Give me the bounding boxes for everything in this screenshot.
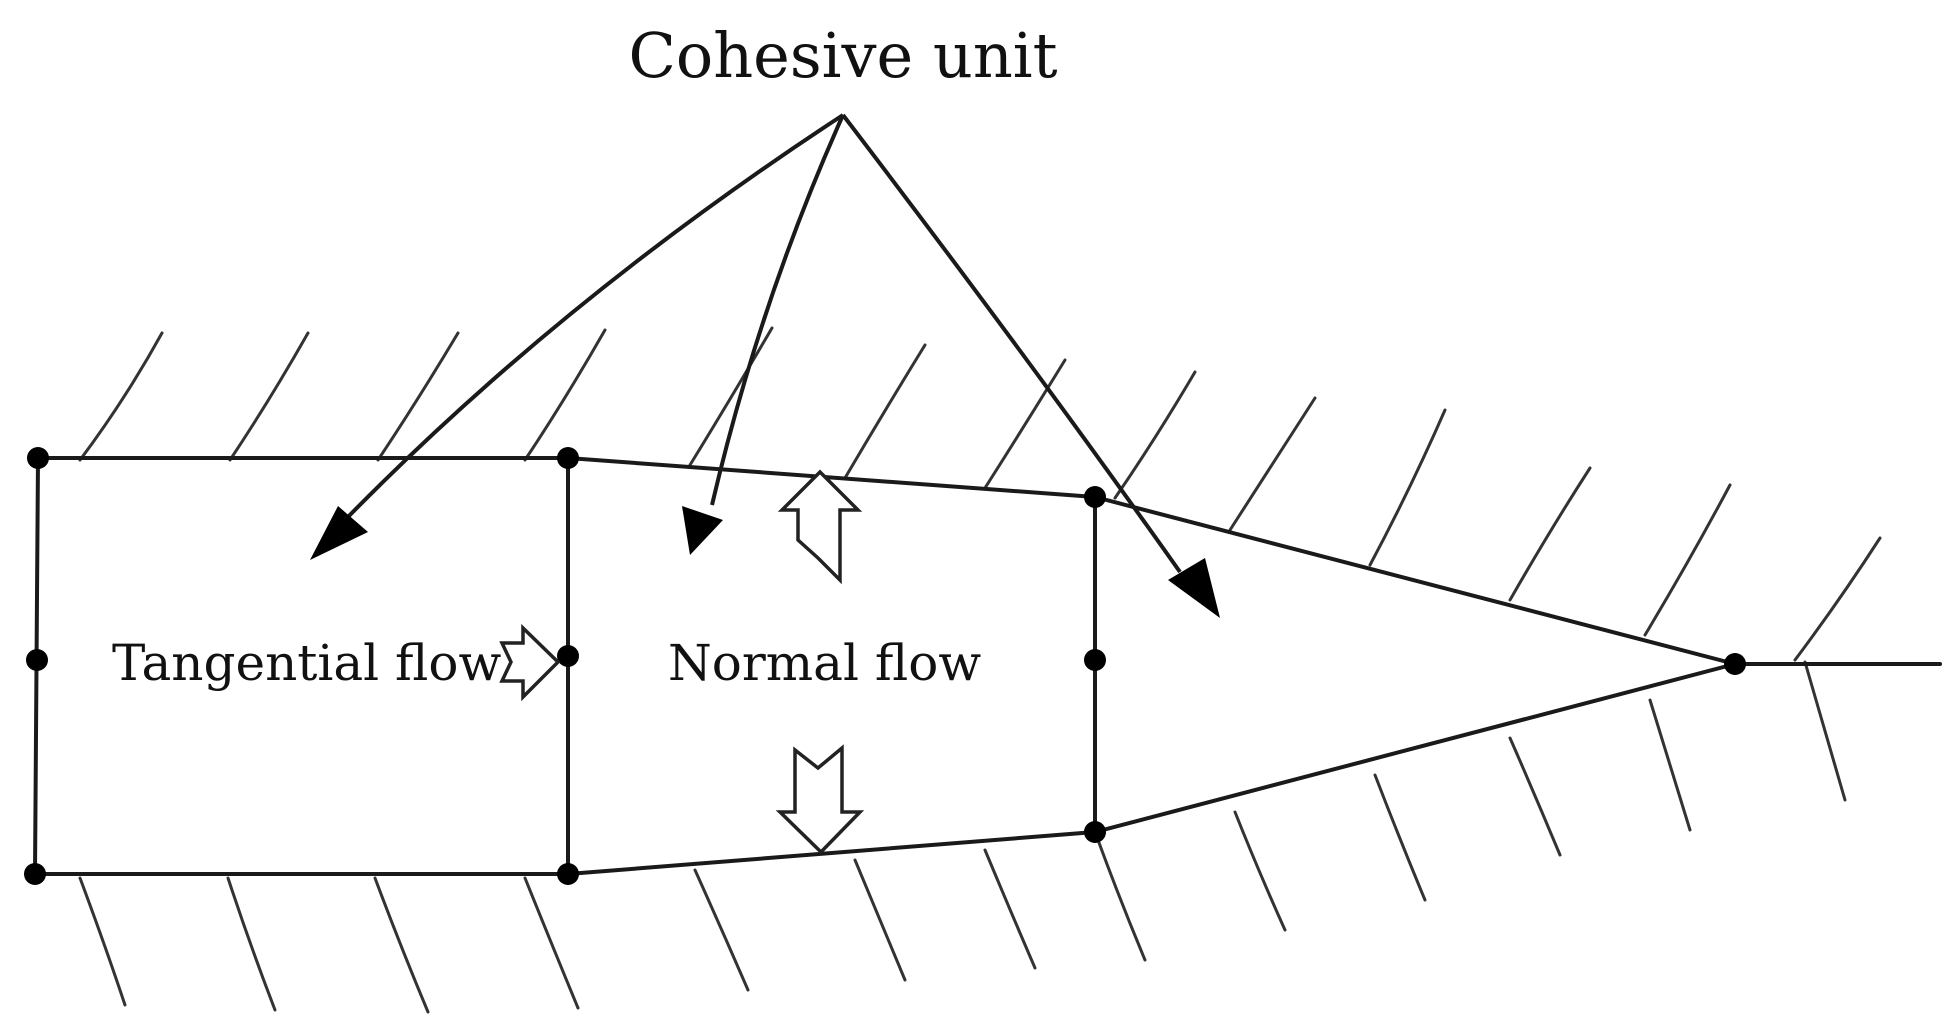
upper-hatching	[78, 326, 1882, 662]
hatch-mark-icon	[376, 331, 460, 462]
pointer-arrow-icon	[310, 506, 368, 560]
hatch-mark-icon	[1233, 810, 1287, 932]
hatch-mark-icon	[1648, 698, 1692, 832]
node-dot-icon	[557, 645, 579, 667]
hollow-flow-arrow-icon	[777, 469, 863, 585]
normal-flow-label: Normal flow	[668, 634, 981, 692]
hatch-mark-icon	[853, 858, 907, 982]
node-dot-icon	[24, 863, 46, 885]
tangential-flow-label: Tangential flow	[112, 634, 502, 692]
pointer-line-middle	[710, 114, 845, 506]
hatch-mark-icon	[1793, 536, 1882, 662]
hatch-mark-icon	[843, 343, 927, 480]
hatch-mark-icon	[1373, 773, 1427, 902]
hatch-mark-icon	[523, 328, 607, 462]
hatch-mark-icon	[1643, 483, 1732, 637]
hatch-mark-icon	[1113, 370, 1197, 500]
hollow-flow-arrow-icon	[499, 623, 561, 702]
node-dot-icon	[1724, 653, 1746, 675]
upper-boundary	[36, 456, 1737, 666]
hatch-mark-icon	[983, 848, 1037, 970]
hatch-mark-icon	[523, 876, 580, 1010]
cohesive-unit-label: Cohesive unit	[628, 19, 1057, 92]
pointer-arrow-icon	[682, 506, 723, 555]
nodes	[24, 447, 1746, 885]
hatch-mark-icon	[78, 331, 164, 462]
lower-boundary	[33, 662, 1737, 876]
hatch-mark-icon	[1508, 736, 1562, 857]
node-dot-icon	[557, 447, 579, 469]
pointer-arrows	[310, 113, 1220, 618]
lower-hatching	[78, 660, 1847, 1014]
hatch-mark-icon	[688, 326, 774, 467]
hatch-mark-icon	[226, 876, 277, 1012]
node-dot-icon	[27, 447, 49, 469]
hatch-mark-icon	[1803, 660, 1847, 802]
node-dot-icon	[26, 649, 48, 671]
pointer-arrow-icon	[1168, 558, 1220, 618]
hatch-mark-icon	[1368, 408, 1447, 567]
hatch-mark-icon	[1228, 396, 1317, 532]
hatch-mark-icon	[1096, 838, 1147, 962]
pointer-line-left	[343, 113, 845, 522]
node-dot-icon	[1084, 486, 1106, 508]
pointer-line-right	[841, 113, 1182, 574]
hatch-mark-icon	[983, 358, 1067, 490]
hatch-mark-icon	[693, 868, 750, 992]
hatch-mark-icon	[1508, 466, 1592, 602]
hatch-mark-icon	[78, 876, 127, 1007]
hatch-mark-icon	[373, 876, 430, 1014]
node-dot-icon	[1084, 649, 1106, 671]
flow-arrows	[499, 469, 865, 855]
node-dot-icon	[557, 863, 579, 885]
hollow-flow-arrow-icon	[775, 744, 865, 855]
hatch-mark-icon	[228, 331, 310, 462]
node-dot-icon	[1084, 821, 1106, 843]
